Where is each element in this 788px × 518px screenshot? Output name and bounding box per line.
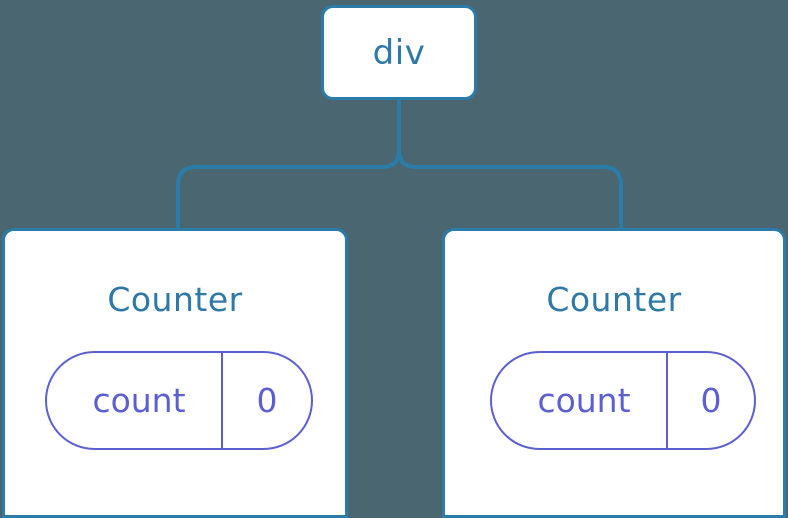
state-value-left: 0	[221, 353, 311, 448]
diagram-canvas: div Counter count 0 Counter count 0	[2, 5, 786, 518]
node-counter-right[interactable]: Counter count 0	[442, 228, 786, 518]
node-div-label: div	[372, 32, 426, 73]
node-counter-right-title: Counter	[546, 280, 682, 319]
state-capsule-left: count 0	[45, 351, 313, 450]
node-div[interactable]: div	[321, 5, 477, 100]
state-value-right: 0	[666, 353, 754, 448]
node-counter-left-title: Counter	[107, 280, 243, 319]
connector-to-counter-left	[176, 149, 401, 228]
state-key-right: count	[537, 381, 631, 420]
state-key-left: count	[92, 381, 186, 420]
state-capsule-right: count 0	[490, 351, 756, 450]
node-counter-left[interactable]: Counter count 0	[2, 228, 348, 518]
connector-to-counter-right	[397, 149, 623, 228]
